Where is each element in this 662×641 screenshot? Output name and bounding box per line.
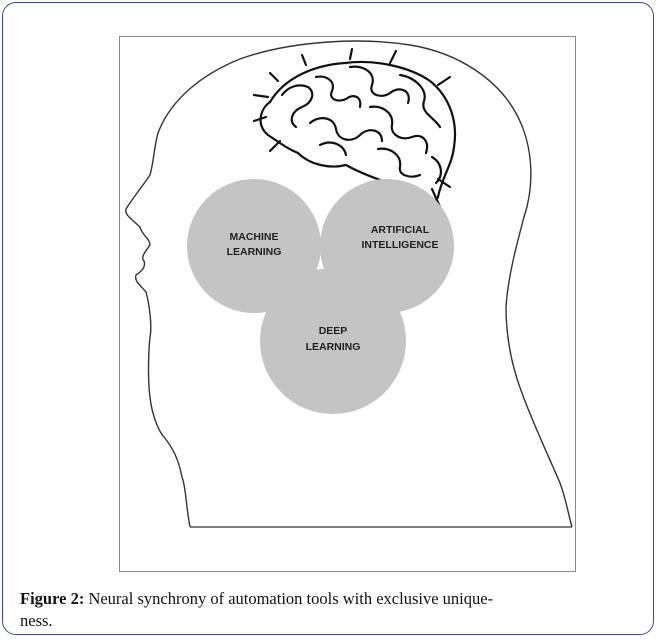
caption-text-line2: ness. [20, 611, 53, 630]
brain-icon [252, 47, 456, 215]
artificial-intelligence-label-1: ARTIFICIAL [371, 224, 430, 236]
figure-panel: MACHINE LEARNING ARTIFICIAL INTELLIGENCE… [2, 2, 654, 635]
figure-image-frame: MACHINE LEARNING ARTIFICIAL INTELLIGENCE… [119, 36, 576, 572]
head-silhouette [125, 40, 573, 528]
head-brain-illustration: MACHINE LEARNING ARTIFICIAL INTELLIGENCE… [125, 40, 573, 528]
caption-label: Figure 2: [20, 589, 85, 608]
artificial-intelligence-label-2: INTELLIGENCE [361, 239, 438, 251]
caption-text-line1: Neural synchrony of automation tools wit… [84, 589, 494, 608]
figure-caption: Figure 2: Neural synchrony of automation… [20, 588, 644, 632]
deep-learning-label-1: DEEP [319, 325, 348, 337]
machine-learning-circle [187, 179, 321, 313]
deep-learning-label-2: LEARNING [306, 341, 361, 353]
machine-learning-label-1: MACHINE [230, 231, 279, 243]
machine-learning-label-2: LEARNING [227, 246, 282, 258]
deep-learning-circle [260, 268, 406, 414]
